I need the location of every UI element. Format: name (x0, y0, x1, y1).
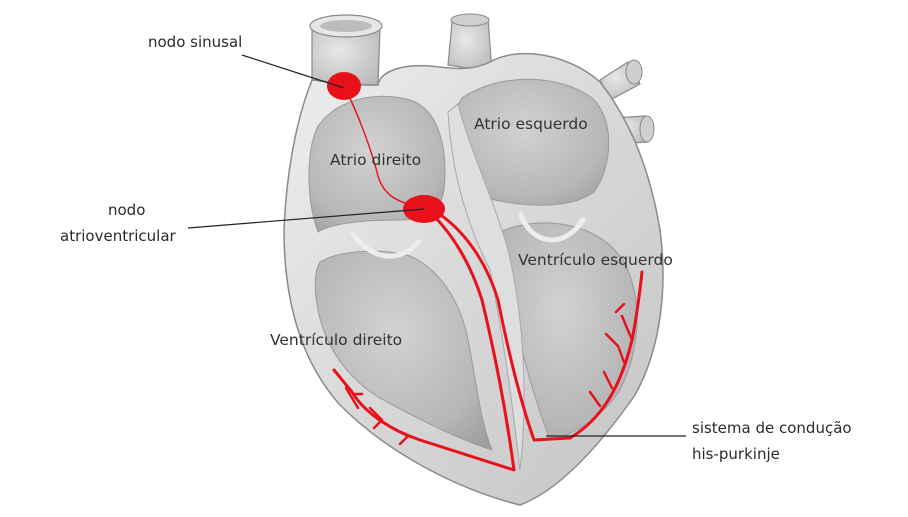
label-av-node-line2: atrioventricular (60, 226, 176, 246)
label-left-ventricle: Ventrículo esquerdo (518, 250, 673, 270)
label-right-atrium: Atrio direito (330, 150, 421, 170)
sinoatrial-node (327, 72, 361, 100)
label-right-ventricle: Ventrículo direito (270, 330, 402, 350)
label-left-atrium: Atrio esquerdo (474, 114, 588, 134)
label-av-node-line1: nodo (108, 200, 145, 220)
label-conduction-line2: his-purkinje (692, 444, 780, 464)
label-sa-node: nodo sinusal (148, 32, 242, 52)
label-conduction-line1: sistema de condução (692, 418, 852, 438)
